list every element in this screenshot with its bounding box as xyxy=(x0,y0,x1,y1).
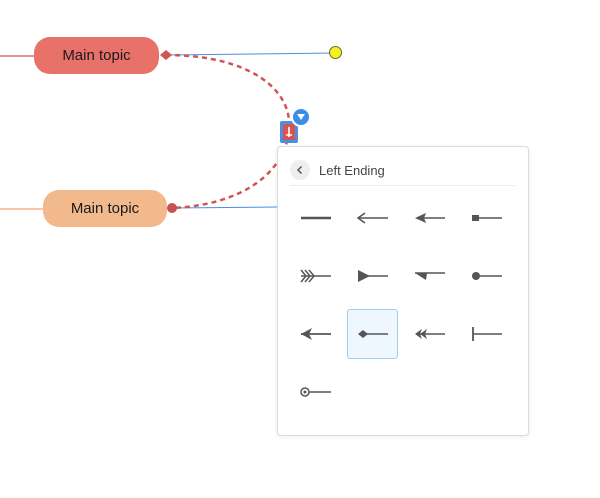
ending-style-panel: Left Ending xyxy=(277,146,529,436)
main-topic-1[interactable]: Main topic xyxy=(34,37,159,74)
half-arrow-icon xyxy=(414,272,445,280)
back-button[interactable] xyxy=(290,160,310,180)
ending-option-bar[interactable] xyxy=(461,309,512,359)
ending-option-none[interactable] xyxy=(290,193,341,243)
ending-option-square[interactable] xyxy=(461,193,512,243)
ending-option-swallow-arrow[interactable] xyxy=(404,309,455,359)
ring-end-icon xyxy=(299,387,331,397)
caret-down-icon xyxy=(297,114,305,120)
square-end-icon xyxy=(471,215,502,221)
control-point-handle[interactable] xyxy=(329,46,342,59)
feather-end-icon xyxy=(299,269,331,283)
panel-title: Left Ending xyxy=(319,162,385,178)
ending-options-grid xyxy=(290,193,522,417)
line-style-icon xyxy=(283,124,295,140)
bar-end-icon xyxy=(471,327,502,341)
ending-option-diamond[interactable] xyxy=(347,309,398,359)
dropdown-toggle-button[interactable] xyxy=(291,107,311,127)
panel-header: Left Ending xyxy=(290,155,516,186)
swallow-arrow-icon xyxy=(414,329,445,339)
topic-1-line xyxy=(165,52,336,56)
dot-end-icon xyxy=(471,272,502,280)
diamond-end-icon xyxy=(357,330,388,338)
ending-option-feather[interactable] xyxy=(290,251,341,301)
dot-end-marker xyxy=(167,203,177,213)
relationship-midpoint-handle[interactable] xyxy=(280,121,298,143)
thin-arrow-icon xyxy=(356,212,388,224)
ending-option-triangle[interactable] xyxy=(347,251,398,301)
open-arrow-icon xyxy=(300,328,331,340)
topic-label: Main topic xyxy=(70,200,140,217)
chevron-left-icon xyxy=(296,165,303,175)
ending-option-ring[interactable] xyxy=(290,367,341,417)
ending-option-thin-arrow[interactable] xyxy=(347,193,398,243)
ending-option-open-arrow[interactable] xyxy=(290,309,341,359)
main-topic-2[interactable]: Main topic xyxy=(43,190,167,227)
ending-option-solid-arrow[interactable] xyxy=(404,193,455,243)
line-none-icon xyxy=(300,216,331,220)
solid-arrow-icon xyxy=(414,213,445,223)
triangle-end-icon xyxy=(357,270,388,282)
topic-label: Main topic xyxy=(62,47,131,64)
ending-option-half-arrow[interactable] xyxy=(404,251,455,301)
relationship-curve[interactable] xyxy=(165,53,291,210)
ending-option-dot[interactable] xyxy=(461,251,512,301)
diamond-end-marker xyxy=(160,50,172,60)
